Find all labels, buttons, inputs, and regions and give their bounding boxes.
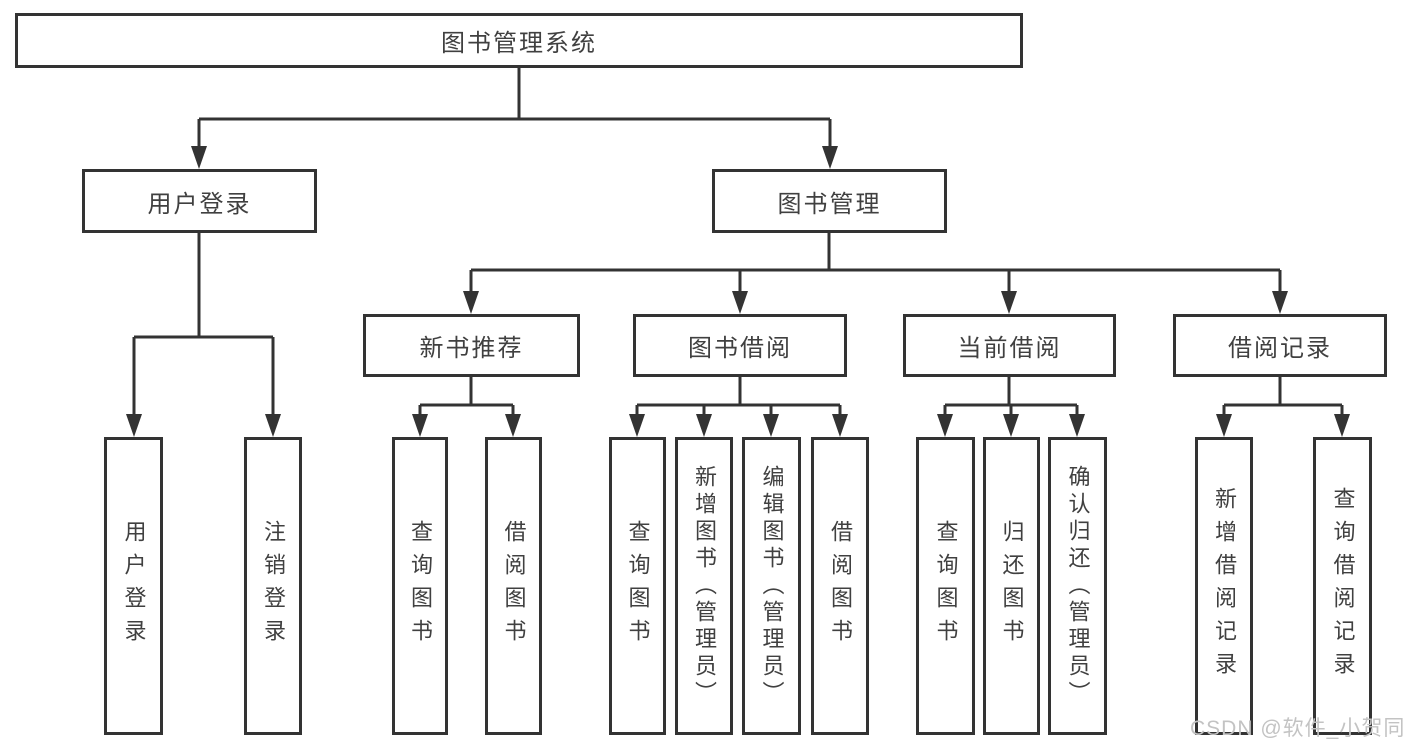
csdn-watermark: CSDN @软件_小贺同学 [1190,717,1405,740]
leaf-query-books-recommend: 查询图书 [392,437,448,735]
leaf-borrow-books-borrow-label: 借阅图书 [828,520,853,652]
node-current-borrow-label: 当前借阅 [957,335,1062,362]
node-book-management: 图书管理 [712,169,947,233]
leaf-user-login: 用户登录 [104,437,163,735]
node-book-borrow: 图书借阅 [633,314,847,377]
connector-borrow-records-to-children [1216,377,1350,437]
node-borrow-records: 借阅记录 [1173,314,1387,377]
leaf-logout-login: 注销登录 [244,437,302,735]
node-borrow-records-label: 借阅记录 [1228,335,1332,362]
leaf-query-borrow-record: 查询借阅记录 [1313,437,1372,735]
leaf-add-books-admin: 新增图书（管理员） [675,437,733,735]
leaf-confirm-return-admin: 确认归还（管理员） [1048,437,1107,735]
node-book-borrow-label: 图书借阅 [688,335,792,362]
node-user-login: 用户登录 [82,169,317,233]
leaf-user-login-label: 用户登录 [121,520,147,652]
node-new-book-recommend: 新书推荐 [363,314,580,377]
leaf-return-books-label: 归还图书 [999,520,1025,652]
leaf-query-borrow-record-label: 查询借阅记录 [1330,487,1356,685]
leaf-borrow-books-recommend-label: 借阅图书 [501,520,527,652]
leaf-add-borrow-record-label: 新增借阅记录 [1212,487,1237,685]
connector-book-borrow-to-children [629,377,848,437]
connector-book-management-to-children [463,233,1288,314]
node-user-login-label: 用户登录 [147,190,252,218]
leaf-logout-login-label: 注销登录 [261,520,286,652]
node-book-management-label: 图书管理 [777,190,882,218]
leaf-add-borrow-record: 新增借阅记录 [1195,437,1253,735]
connector-current-borrow-to-children [937,377,1085,437]
leaf-return-books: 归还图书 [983,437,1040,735]
leaf-borrow-books-recommend: 借阅图书 [485,437,542,735]
leaf-query-books-current-label: 查询图书 [933,520,959,652]
leaf-edit-books-admin-label: 编辑图书（管理员） [759,464,785,708]
connector-new-book-to-children [412,377,521,437]
node-new-book-recommend-label: 新书推荐 [419,335,524,362]
leaf-confirm-return-admin-label: 确认归还（管理员） [1065,464,1091,708]
connector-user-login-to-children [126,233,281,437]
connector-root-to-children [191,68,838,169]
node-current-borrow: 当前借阅 [903,314,1116,377]
leaf-query-books-recommend-label: 查询图书 [408,520,433,652]
node-library-management-system-label: 图书管理系统 [441,30,597,57]
leaf-query-books-current: 查询图书 [916,437,975,735]
leaf-edit-books-admin: 编辑图书（管理员） [742,437,801,735]
leaf-query-books-borrow-label: 查询图书 [625,520,651,652]
leaf-borrow-books-borrow: 借阅图书 [811,437,869,735]
leaf-add-books-admin-label: 新增图书（管理员） [692,464,717,708]
leaf-query-books-borrow: 查询图书 [609,437,666,735]
node-library-management-system: 图书管理系统 [15,13,1023,68]
